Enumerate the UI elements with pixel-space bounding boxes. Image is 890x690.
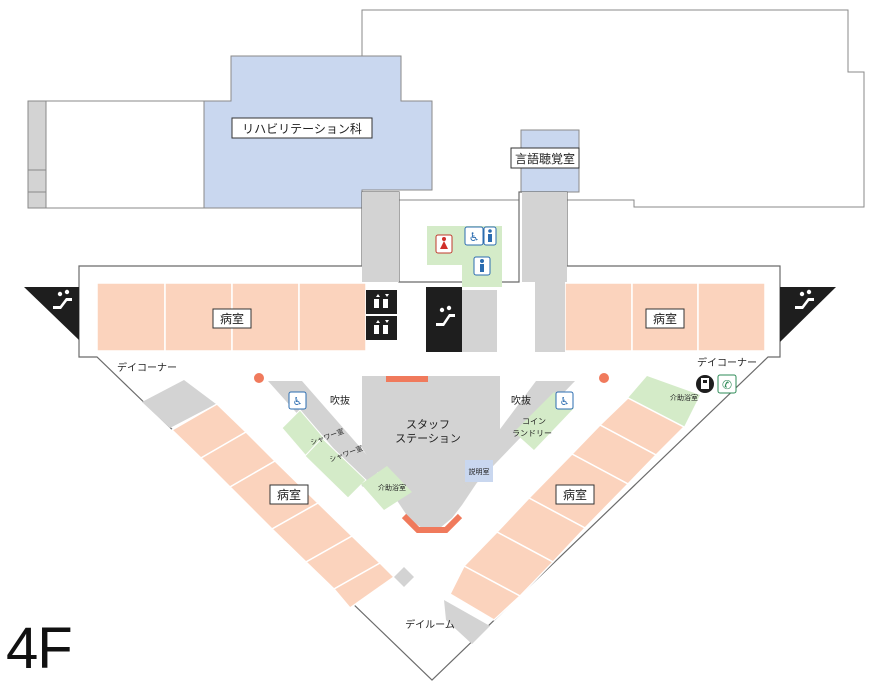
rehab-label: リハビリテーション科: [242, 122, 362, 136]
phone-icon: [717, 374, 737, 394]
speech-room-label: 言語聴覚室: [515, 151, 575, 166]
elevator-icon: [374, 320, 389, 334]
ward-diagonal-right: [449, 397, 686, 621]
ward-lower-right-label: 病室: [563, 487, 587, 502]
laundry-label-1: コイン: [522, 417, 546, 426]
care-bath-right-label: 介助浴室: [670, 393, 698, 402]
explanation-room: [465, 460, 493, 482]
escalator-icon: [795, 289, 814, 309]
upper-annex: [361, 9, 865, 208]
service-right-top: [628, 376, 700, 427]
staff-station-label-2: ステーション: [395, 432, 461, 445]
accessible-icon-left: [288, 391, 307, 410]
dayroom-label: デイルーム: [405, 618, 455, 631]
svg-text:♿: ♿: [560, 395, 570, 408]
ward-lower-left-label: 病室: [277, 487, 301, 502]
day-corner-right-label: デイコーナー: [697, 356, 757, 369]
svg-text:♿: ♿: [469, 230, 480, 244]
staff-station-label-1: スタッフ: [406, 418, 450, 431]
accessible-icon-right: [555, 391, 574, 410]
floor-label: 4F: [6, 616, 73, 681]
elevator-box-1: [366, 290, 397, 314]
explanation-room-label: 説明室: [469, 467, 490, 476]
day-corner-left-label: デイコーナー: [117, 361, 177, 374]
elevator-icon: [374, 294, 389, 308]
svg-text:✆: ✆: [722, 378, 732, 392]
laundry-label-2: ランドリー: [512, 429, 552, 438]
escalator-icon: [436, 305, 455, 326]
svg-text:♿: ♿: [293, 395, 303, 408]
escalator-wing-left: [24, 287, 79, 340]
left-annex-strip: [27, 100, 47, 209]
atrium-left-label: 吹抜: [330, 394, 350, 407]
escalator-wing-right: [780, 287, 836, 342]
care-bath-left-label: 介助浴室: [378, 483, 406, 492]
corridor-lower-left: [142, 380, 216, 428]
left-annex: [27, 100, 205, 209]
core-shaft-left: [362, 192, 399, 282]
ward-right-label: 病室: [653, 311, 677, 326]
core-shaft-right: [522, 192, 567, 282]
escalator-icon: [53, 289, 72, 309]
escalator-box-center: [426, 287, 462, 352]
elevator-box-2: [366, 316, 397, 340]
accessible-restroom-icon: [464, 226, 484, 246]
ward-left-label: 病室: [220, 311, 244, 326]
care-bath-left: [361, 466, 412, 510]
atrium-right-label: 吹抜: [511, 394, 531, 407]
